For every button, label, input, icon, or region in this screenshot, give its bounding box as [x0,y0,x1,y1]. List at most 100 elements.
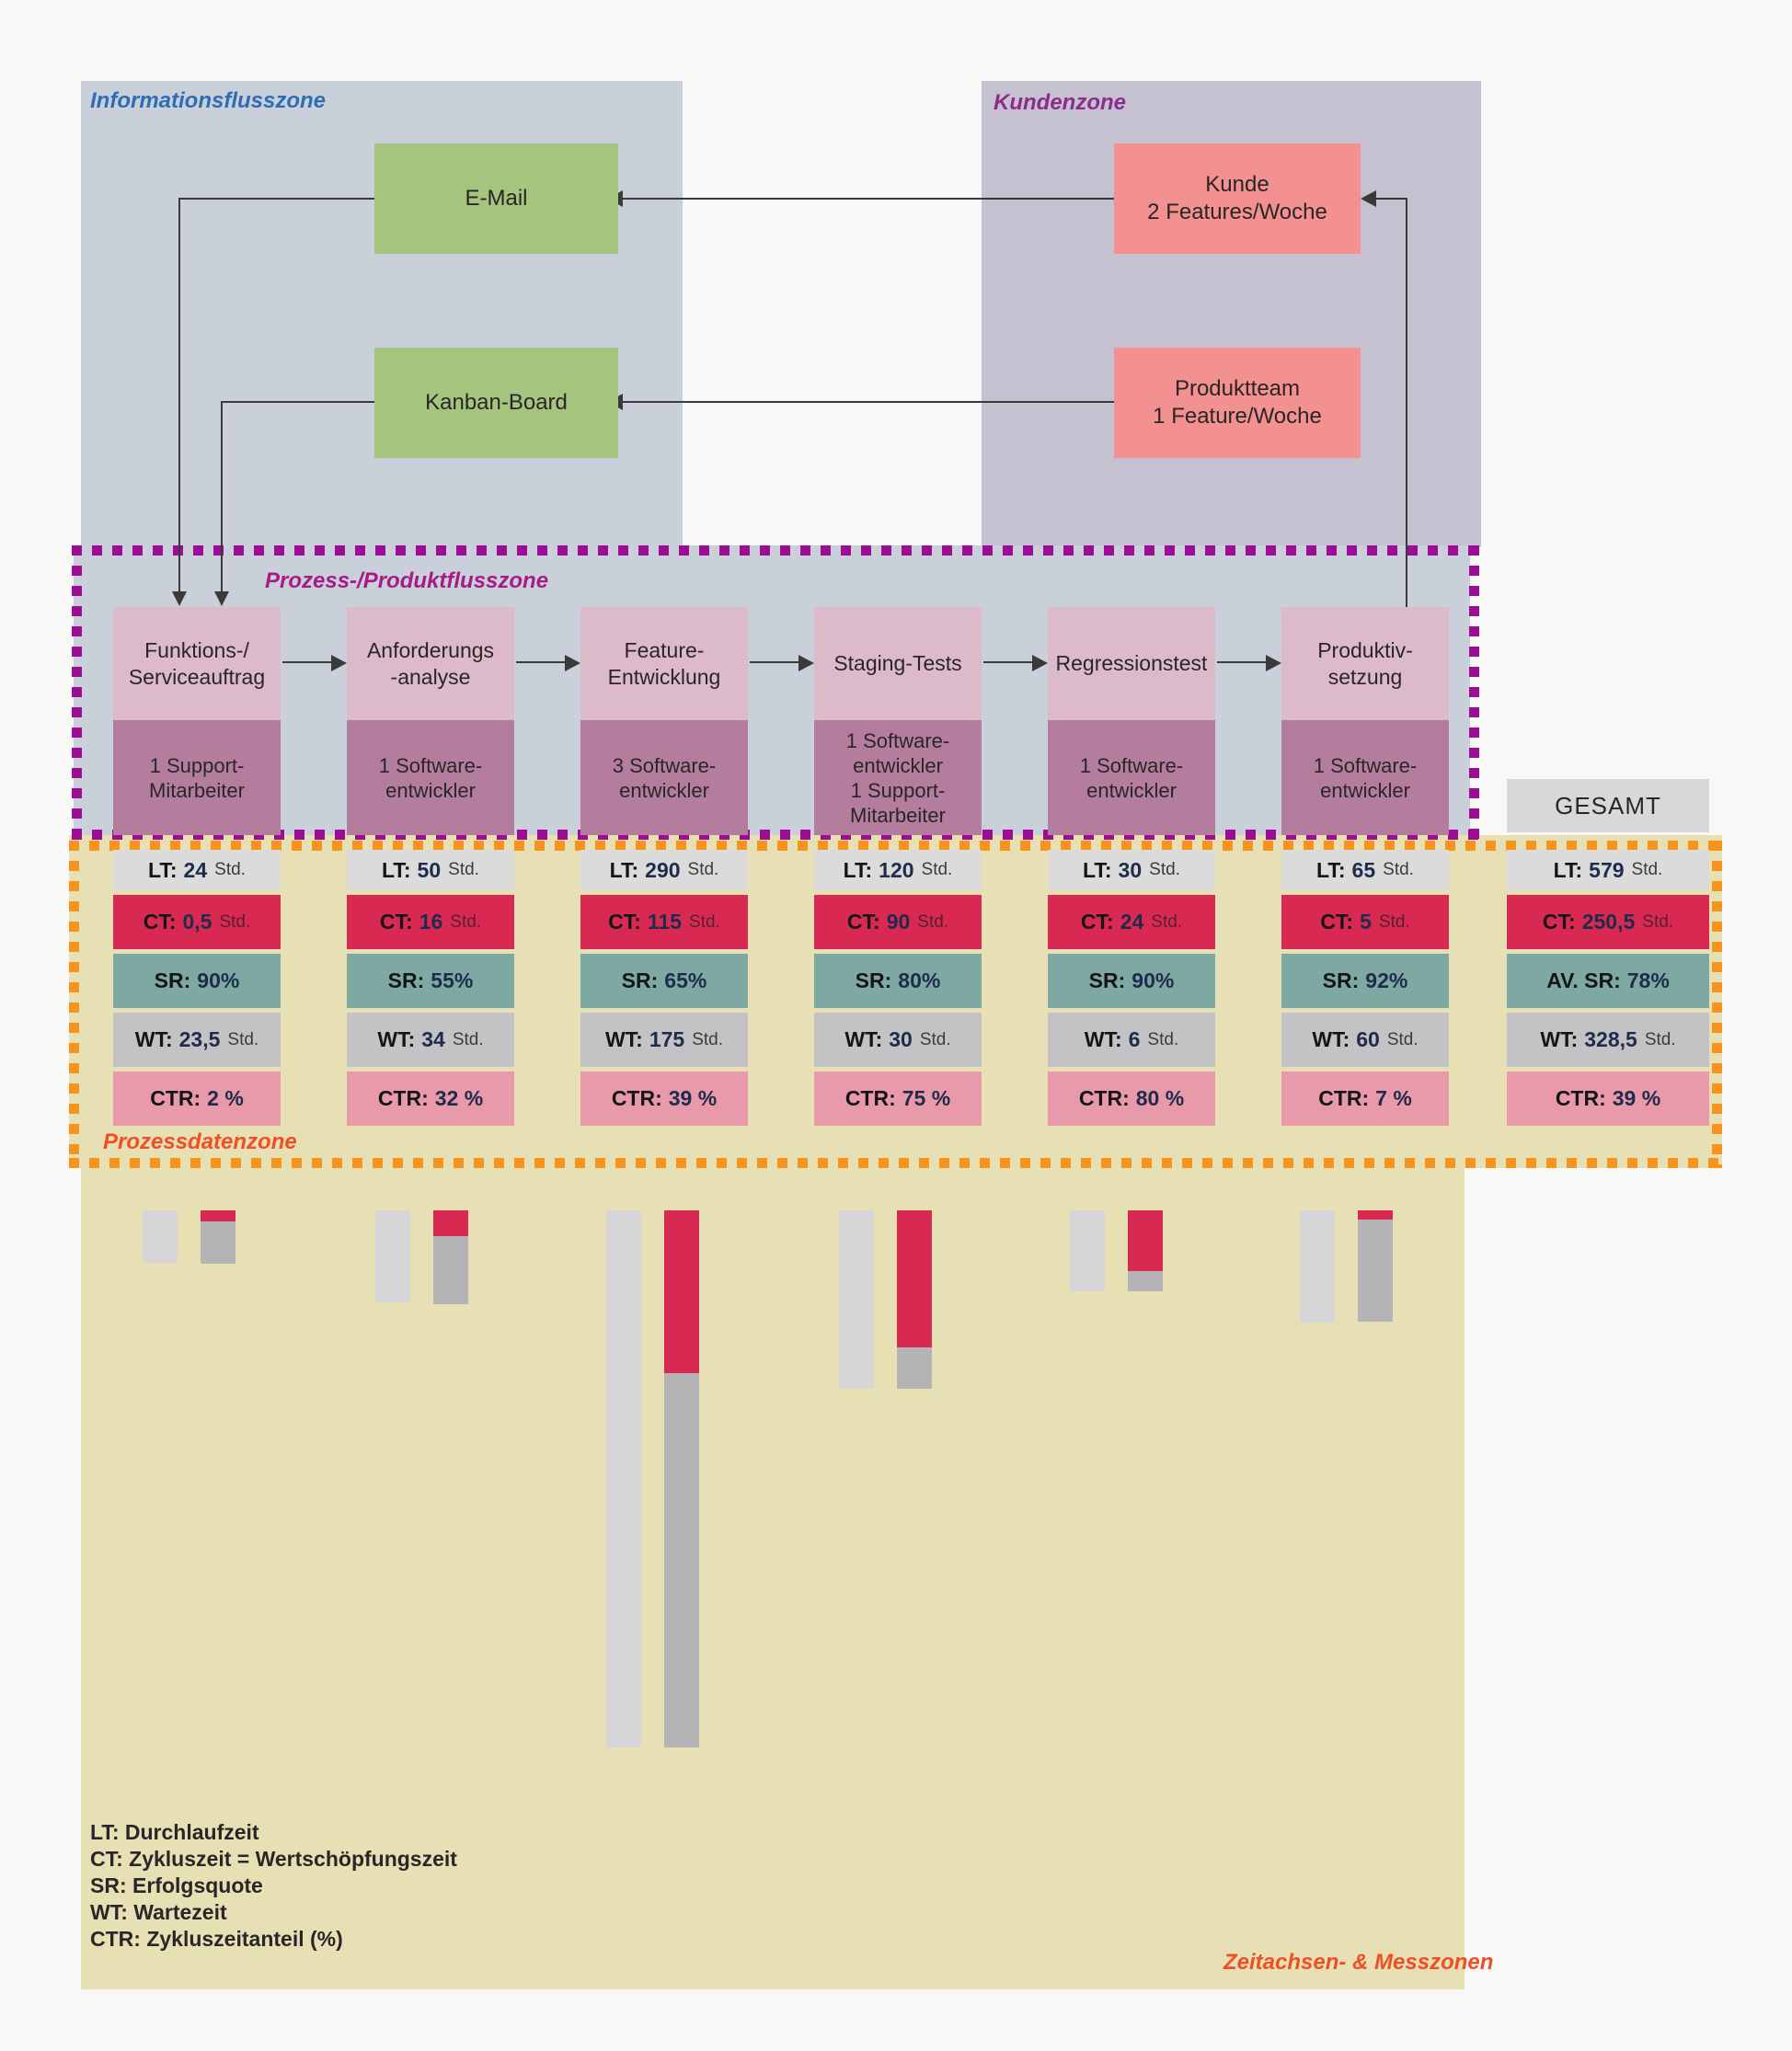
metric-value: 80 % [1135,1086,1185,1110]
process-4-resource-line2: entwickler [853,753,943,777]
zone-prozessfluss-fill [74,545,1470,835]
legend-wt: WT: Wartezeit [90,1900,227,1924]
process-2-resource-line2: entwickler [385,778,476,802]
metric-value: 90% [197,968,240,992]
metric-value: 30 [1118,857,1143,882]
arrow-process-3-to-next-line [750,661,799,663]
metric-unit: Std. [452,1029,484,1049]
process-5-bar-lt [1070,1210,1105,1291]
line-kunde-to-email [623,198,1114,200]
metric-value: 23,5 [178,1027,221,1051]
metric-unit: Std. [919,1029,951,1049]
process-4-bar-wt [897,1347,932,1389]
metric-label: WT: [1540,1027,1579,1051]
arrowhead-process-5-to-next [1266,655,1281,671]
metric-value: 65% [664,968,707,992]
arrow-process-1-to-next-line [282,661,332,663]
metric-value: 120 [879,857,914,882]
process-6-resource-line1: 1 Software- [1313,753,1418,777]
process-5-resource-line1: 1 Software- [1079,753,1184,777]
box-kunde-line1: Kunde [1205,172,1269,197]
process-2-bar-lt [375,1210,410,1302]
gesamt-row-ctr: CTR:39 % [1507,1071,1709,1126]
metric-label: CTR: [1078,1086,1130,1110]
process-6-row-sr: SR:92% [1281,954,1449,1008]
metric-value: 60 [1356,1027,1380,1051]
metric-unit: Std. [450,911,482,932]
process-3-bar-lt [606,1210,641,1747]
box-email-label: E-Mail [465,186,528,211]
process-1-row-sr: SR:90% [113,954,281,1008]
process-4-title-box: Staging-Tests [814,607,982,720]
metric-unit: Std. [1644,1029,1676,1049]
metric-value: 175 [649,1027,685,1051]
metric-label: SR: [855,968,892,992]
metric-label: WT: [1312,1027,1350,1051]
process-3-title-line2: Entwicklung [607,664,721,689]
box-produktteam: Produktteam 1 Feature/Woche [1114,348,1361,458]
metric-label: CT: [608,910,641,934]
datenzone-border-left [69,841,79,1168]
process-6-bar-ct [1358,1210,1393,1220]
arrowhead-kanban-into-process [214,591,229,606]
process-1-title-box: Funktions-/Serviceauftrag [113,607,281,720]
metric-value: 34 [421,1027,445,1051]
metric-value: 6 [1128,1027,1141,1051]
metric-label: CT: [143,910,177,934]
arrowhead-process-2-to-next [565,655,580,671]
legend-lt: LT: Durchlaufzeit [90,1820,259,1844]
metric-label: SR: [621,968,659,992]
metric-legend: LT: Durchlaufzeit CT: Zykluszeit = Werts… [90,1819,457,1953]
arrow-process-5-to-next-line [1217,661,1267,663]
line-email-feed-v [178,198,180,593]
box-kunde: Kunde 2 Features/Woche [1114,143,1361,254]
label-informationsflusszone: Informationsflusszone [90,88,327,113]
arrow-process-2-to-next-line [516,661,566,663]
metric-value: 50 [417,857,442,882]
process-2-bar-ct [433,1210,468,1236]
line-email-feed-h [178,198,374,200]
metric-label: CTR: [150,1086,201,1110]
metric-label: CTR: [611,1086,662,1110]
metric-label: CT: [379,910,413,934]
label-prozessdatenzone: Prozessdatenzone [103,1129,297,1154]
metric-value: 24 [1120,910,1144,934]
process-5-title-line1: Regressionstest [1055,651,1208,675]
process-3-row-sr: SR:65% [580,954,748,1008]
process-5-resource-line2: entwickler [1086,778,1177,802]
metric-label: WT: [377,1027,416,1051]
metric-label: CTR: [1555,1086,1606,1110]
metric-unit: Std. [1642,911,1674,932]
metric-label: CT: [846,910,880,934]
process-1-row-ctr: CTR:2 % [113,1071,281,1126]
metric-value: 55% [431,968,474,992]
gesamt-header: GESAMT [1507,779,1709,832]
metric-value: 250,5 [1581,910,1636,934]
process-2-resource-box: 1 Software-entwickler [347,720,514,835]
process-4-row-sr: SR:80% [814,954,982,1008]
process-6-row-ctr: CTR:7 % [1281,1071,1449,1126]
label-zeitachsen-messzonen: Zeitachsen- & Messzonen [1223,1950,1494,1975]
process-4-bar-lt [839,1210,874,1389]
metric-label: LT: [1083,857,1112,882]
metric-unit: Std. [1386,1029,1419,1049]
metric-label: WT: [844,1027,883,1051]
process-3-bar-wt [664,1373,699,1747]
metric-value: 92% [1365,968,1408,992]
process-2-title-box: Anforderungs-analyse [347,607,514,720]
metric-value: 328,5 [1584,1027,1637,1051]
metric-label: CTR: [377,1086,429,1110]
box-email: E-Mail [374,143,618,254]
arrowhead-process-1-to-next [331,655,347,671]
process-5-bar-wt [1128,1271,1163,1291]
metric-unit: Std. [921,860,953,879]
